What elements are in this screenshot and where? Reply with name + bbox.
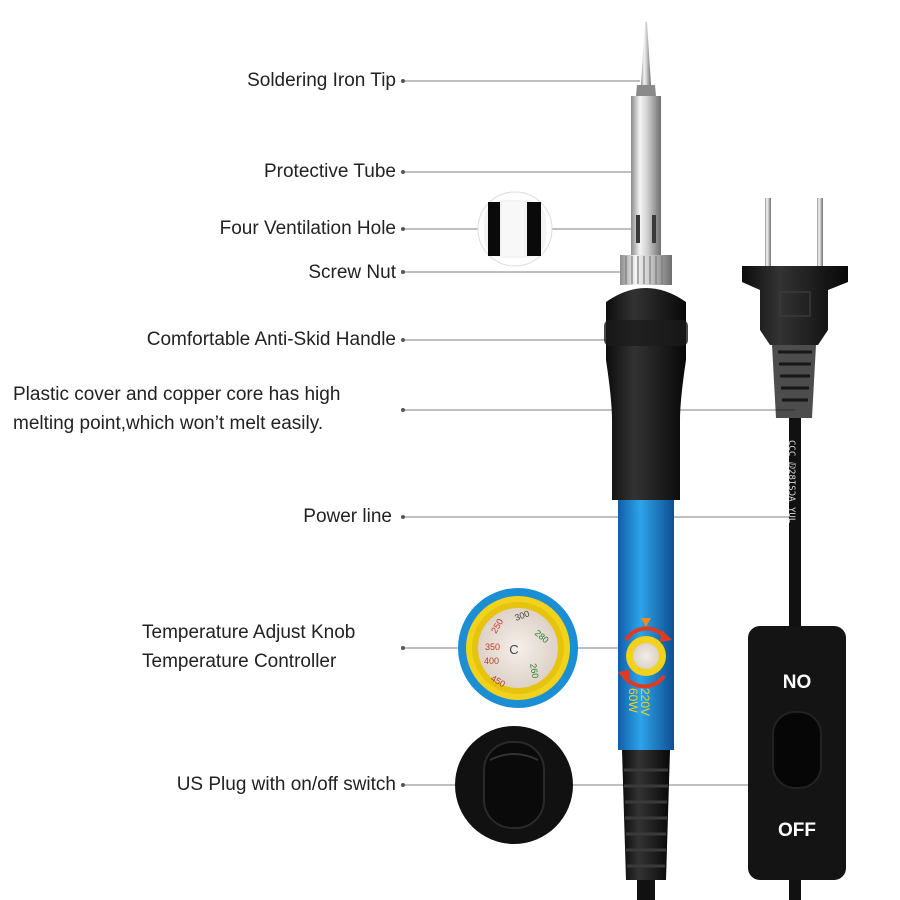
soldering-iron: 220V 60W	[604, 22, 688, 900]
callout-soldering-iron-tip: Soldering Iron Tip	[247, 70, 396, 91]
callout-temperature-knob-line-2: Temperature Controller	[142, 651, 337, 672]
knob-mark-300: 300	[513, 608, 531, 623]
switch-detail	[455, 726, 573, 844]
soldering-tip	[641, 22, 651, 85]
screw-nut	[620, 255, 672, 285]
on-off-switch[interactable]: NO OFF	[748, 626, 846, 880]
callout-four-ventilation-hole: Four Ventilation Hole	[219, 218, 396, 239]
strain-relief	[622, 750, 670, 880]
callout-plastic-cover: Plastic cover and copper core has high m…	[13, 380, 403, 438]
anti-skid-handle	[606, 288, 686, 500]
callout-plastic-cover-line-1: Plastic cover and copper core has high	[13, 384, 341, 405]
rotate-arrow-top	[624, 626, 666, 642]
rotate-arrow-bottom	[624, 674, 666, 689]
plug-body	[742, 266, 848, 345]
callout-screw-nut: Screw Nut	[308, 262, 396, 283]
cord-print: CCC ⅅ28ISƆA YUL	[786, 440, 796, 523]
switch-rocker	[772, 711, 822, 789]
switch-on-label: NO	[783, 672, 812, 693]
knob-detail-face	[478, 608, 558, 688]
callout-power-line: Power line	[303, 506, 392, 527]
callout-protective-tube: Protective Tube	[263, 161, 396, 182]
protective-tube	[631, 96, 661, 256]
callout-temperature-knob: Temperature Adjust Knob Temperature Cont…	[142, 618, 412, 676]
vent-slot-left	[488, 202, 500, 256]
iron-wattage: 60W	[626, 688, 640, 713]
switch-off-label: OFF	[778, 820, 816, 841]
callout-temperature-knob-line-1: Temperature Adjust Knob	[142, 622, 356, 643]
knob-mark-350: 350	[485, 642, 500, 652]
callout-plastic-cover-line-2: melting point,which won’t melt easily.	[13, 413, 324, 434]
plug-prong-left	[765, 198, 771, 268]
ventilation-hole-detail	[477, 191, 553, 267]
knob-detail: C 250 300 350 400 450 280 260	[458, 588, 578, 708]
leader-lines	[400, 79, 796, 788]
knob-mark-260: 260	[528, 663, 540, 680]
callout-anti-skid-handle: Comfortable Anti-Skid Handle	[146, 329, 396, 350]
us-plug	[742, 198, 848, 418]
vent-slot-right	[527, 202, 541, 256]
switch-detail-rocker	[483, 741, 545, 829]
svg-text:C: C	[509, 642, 518, 657]
knob-mark-400: 400	[484, 656, 499, 666]
callout-us-plug-switch: US Plug with on/off switch	[176, 774, 396, 795]
iron-voltage: 220V	[638, 688, 652, 716]
plug-prong-right	[817, 198, 823, 268]
